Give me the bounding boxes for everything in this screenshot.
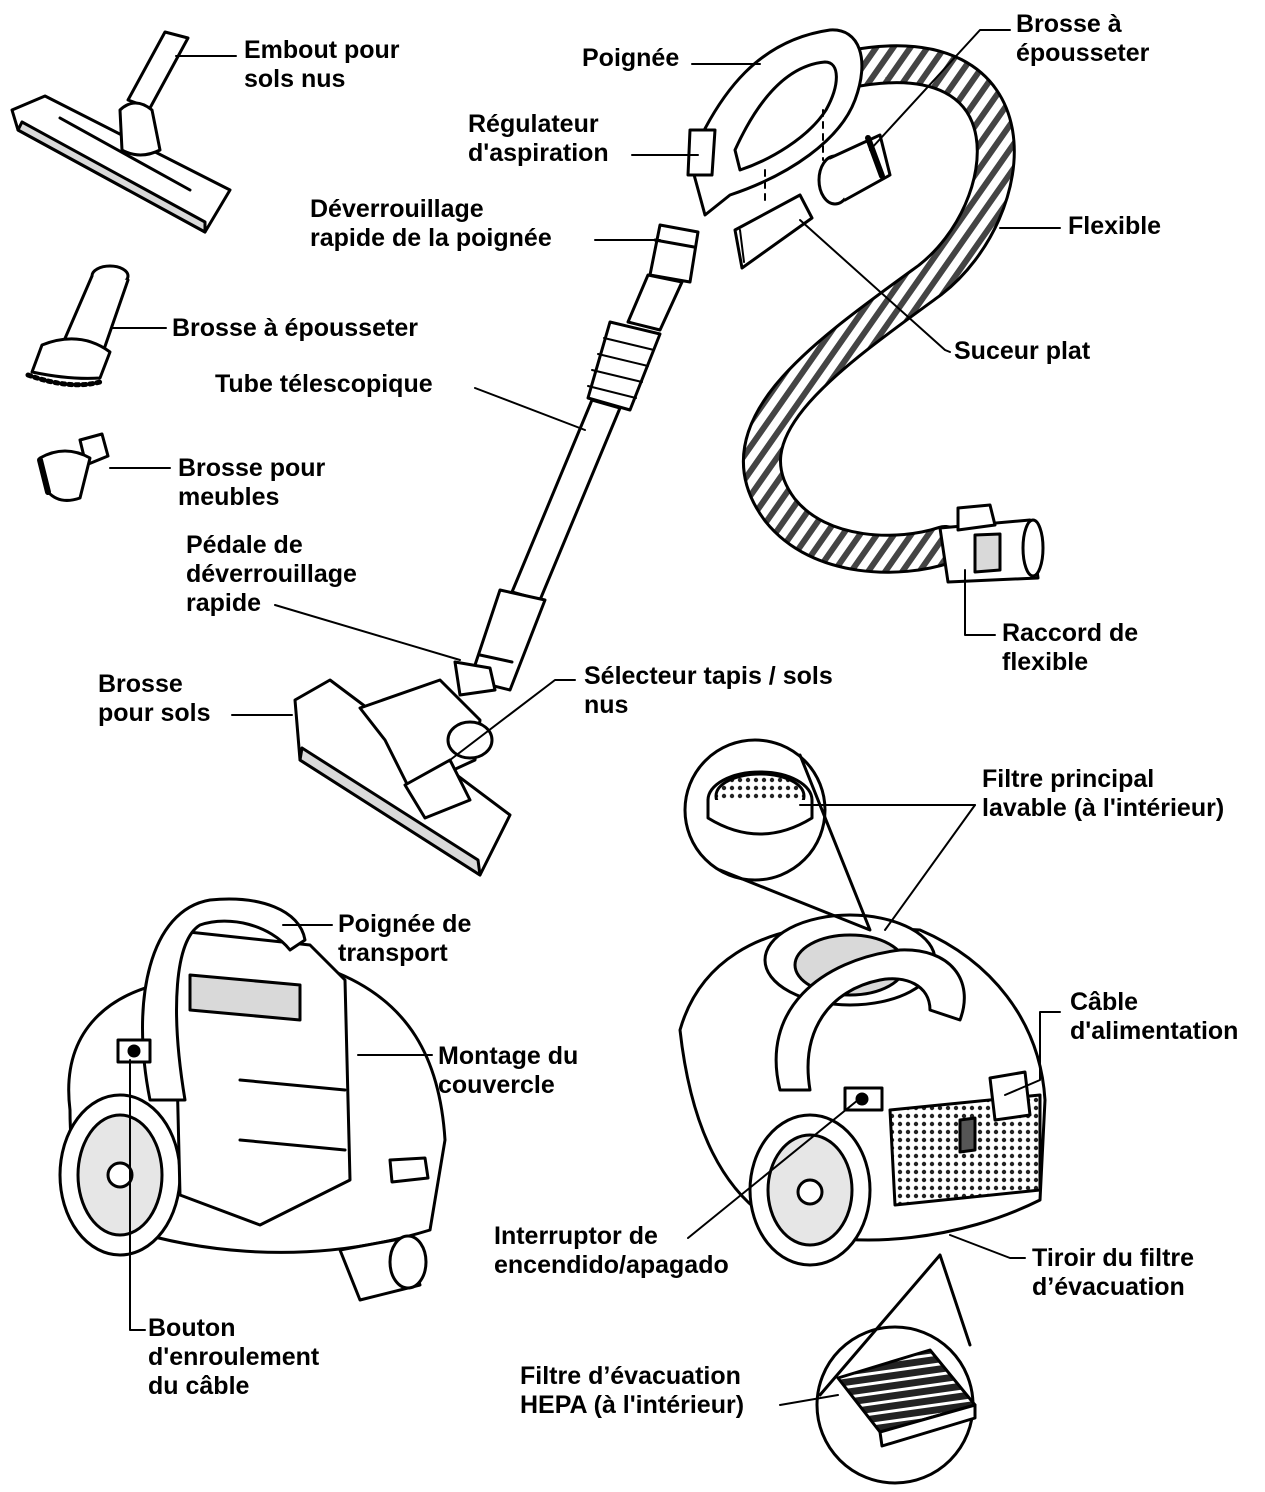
furniture-brush-drawing xyxy=(37,432,110,502)
label-suction-control: Régulateur d'aspiration xyxy=(468,110,609,167)
label-handle-quick-release: Déverrouillage rapide de la poignée xyxy=(310,195,552,252)
label-hose-connector: Raccord de flexible xyxy=(1002,619,1139,676)
label-dusting-brush-top: Brosse à épousseter xyxy=(1016,10,1150,67)
label-main-filter: Filtre principal lavable (à l'intérieur) xyxy=(982,765,1225,822)
label-carpet-floor-selector: Sélecteur tapis / sols nus xyxy=(584,662,833,719)
label-bare-floor-tool: Embout pour sols nus xyxy=(244,36,400,93)
label-power-switch: Interruptor de encendido/apagado xyxy=(494,1222,729,1279)
label-exhaust-filter-drawer: Tiroir du filtre d’évacuation xyxy=(1032,1244,1195,1301)
label-floor-brush: Brosse pour sols xyxy=(98,670,211,727)
label-power-cord: Câble d'alimentation xyxy=(1070,988,1239,1045)
label-crevice-tool: Suceur plat xyxy=(954,337,1091,365)
label-handle: Poignée xyxy=(582,44,680,72)
bare-floor-tool-drawing xyxy=(10,30,232,234)
left-canister-drawing xyxy=(58,897,447,1302)
label-hepa-exhaust-filter: Filtre d’évacuation HEPA (à l'intérieur) xyxy=(520,1362,745,1419)
dusting-brush-left-drawing xyxy=(25,264,130,388)
right-canister-drawing xyxy=(678,913,1047,1267)
crevice-and-brush-top-drawing xyxy=(733,133,892,270)
label-furniture-brush: Brosse pour meubles xyxy=(178,454,326,511)
hose-drawing xyxy=(742,44,1045,584)
label-hose: Flexible xyxy=(1068,212,1162,240)
label-dusting-brush-left: Brosse à épousseter xyxy=(172,314,418,342)
label-carry-handle: Poignée de transport xyxy=(338,910,472,967)
main-filter-callout-drawing xyxy=(683,738,872,932)
label-lid-assembly: Montage du couvercle xyxy=(438,1042,579,1099)
leader-lines xyxy=(109,29,1061,1406)
label-cord-rewind-button: Bouton d'enroulement du câble xyxy=(148,1314,320,1400)
hepa-filter-callout-drawing xyxy=(815,1253,977,1485)
handle-and-wand-drawing xyxy=(468,28,864,692)
floor-brush-drawing xyxy=(293,660,512,877)
label-quick-release-pedal: Pédale de déverrouillage rapide xyxy=(186,531,357,617)
label-telescopic-wand: Tube télescopique xyxy=(215,370,433,398)
